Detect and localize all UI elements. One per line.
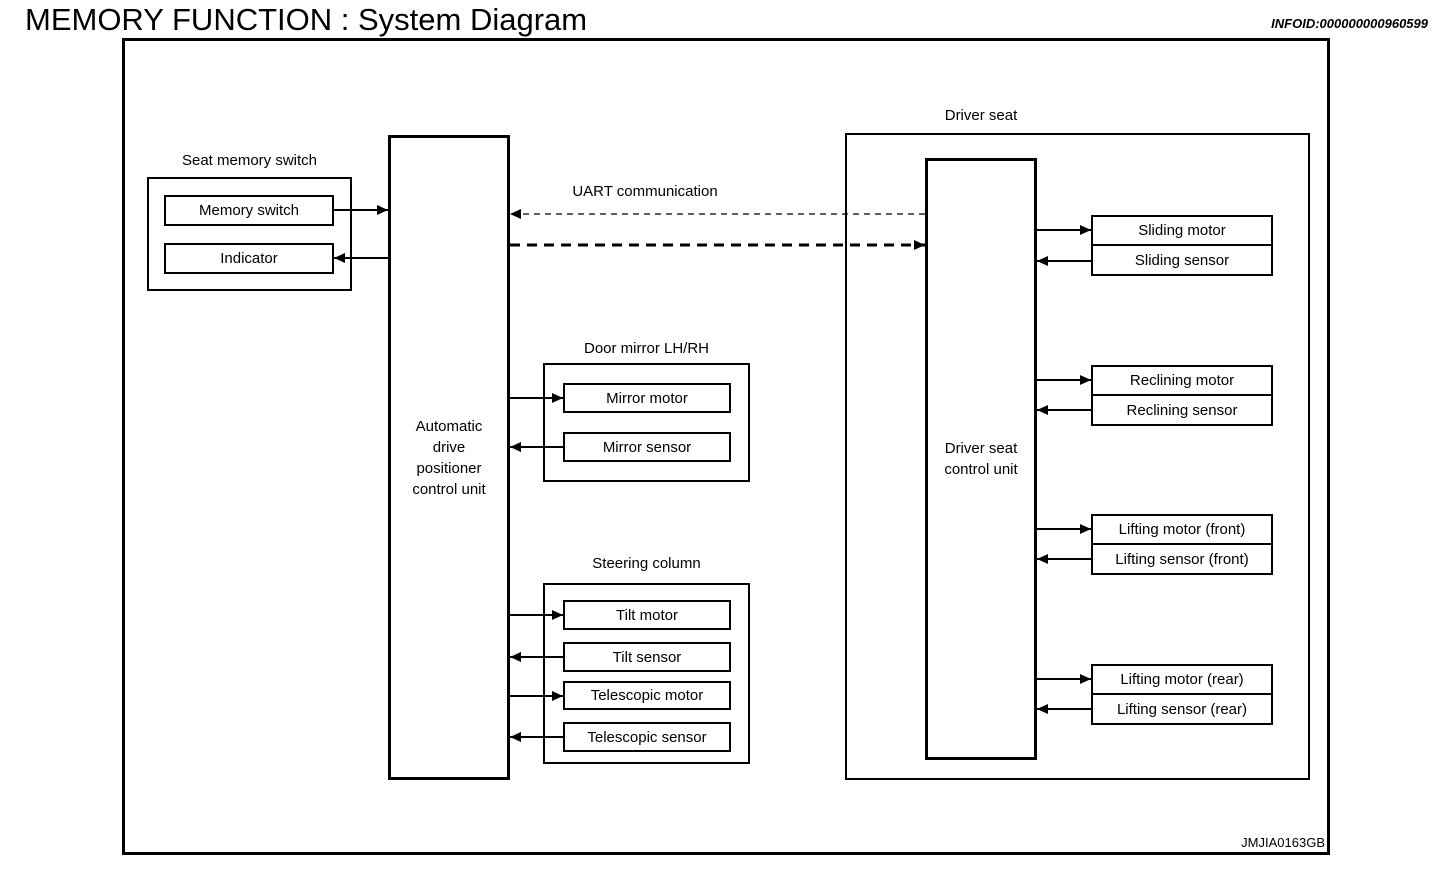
- box-lifting-motor-rear: Lifting motor (rear): [1091, 664, 1273, 695]
- lifting-motor-rear-label: Lifting motor (rear): [1120, 671, 1244, 688]
- box-sliding-motor: Sliding motor: [1091, 215, 1273, 246]
- box-tilt-motor: Tilt motor: [563, 600, 731, 630]
- group-driver-seat: [845, 133, 1310, 780]
- box-adp-control-unit: Automatic drive positioner control unit: [388, 135, 510, 780]
- figure-id: JMJIA0163GB: [1241, 835, 1325, 850]
- sliding-sensor-label: Sliding sensor: [1134, 251, 1230, 269]
- infoid-label: INFOID:000000000960599: [1271, 16, 1428, 31]
- box-sliding-sensor: Sliding sensor: [1091, 244, 1273, 276]
- box-tilt-sensor: Tilt sensor: [563, 642, 731, 672]
- group-seat-memory-switch: [147, 177, 352, 291]
- mirror-sensor-label: Mirror sensor: [602, 438, 692, 456]
- box-driver-seat-control-unit: Driver seat control unit: [925, 158, 1037, 760]
- telescopic-motor-label: Telescopic motor: [590, 687, 704, 704]
- driver-seat-control-unit-label: Driver seat control unit: [944, 440, 1018, 478]
- group-door-mirror: [543, 363, 750, 482]
- indicator-label: Indicator: [220, 250, 278, 267]
- adp-control-unit-label: Automatic drive positioner control unit: [412, 417, 486, 498]
- lifting-sensor-rear-label: Lifting sensor (rear): [1116, 700, 1248, 718]
- page-title: MEMORY FUNCTION : System Diagram: [25, 2, 588, 37]
- group-steering-column: [543, 583, 750, 764]
- tilt-motor-label: Tilt motor: [616, 606, 678, 624]
- lifting-sensor-front-label: Lifting sensor (front): [1115, 550, 1249, 568]
- box-lifting-sensor-rear: Lifting sensor (rear): [1091, 693, 1273, 725]
- label-driver-seat: Driver seat: [944, 107, 1018, 124]
- box-reclining-motor: Reclining motor: [1091, 365, 1273, 396]
- telescopic-sensor-label: Telescopic sensor: [587, 728, 707, 746]
- label-steering-column: Steering column: [592, 555, 701, 572]
- label-seat-memory-switch: Seat memory switch: [181, 152, 318, 169]
- reclining-motor-label: Reclining motor: [1129, 372, 1235, 389]
- mirror-motor-label: Mirror motor: [606, 389, 688, 407]
- label-uart-communication: UART communication: [572, 183, 718, 200]
- box-memory-switch: Memory switch: [164, 195, 334, 226]
- tilt-sensor-label: Tilt sensor: [612, 648, 682, 666]
- memory-switch-label: Memory switch: [198, 202, 299, 219]
- box-lifting-motor-front: Lifting motor (front): [1091, 514, 1273, 545]
- reclining-sensor-label: Reclining sensor: [1126, 401, 1238, 419]
- box-telescopic-motor: Telescopic motor: [563, 681, 731, 710]
- lifting-motor-front-label: Lifting motor (front): [1118, 521, 1246, 538]
- box-reclining-sensor: Reclining sensor: [1091, 394, 1273, 426]
- box-mirror-sensor: Mirror sensor: [563, 432, 731, 462]
- box-mirror-motor: Mirror motor: [563, 383, 731, 413]
- box-telescopic-sensor: Telescopic sensor: [563, 722, 731, 752]
- label-door-mirror: Door mirror LH/RH: [583, 340, 709, 357]
- sliding-motor-label: Sliding motor: [1138, 222, 1226, 239]
- box-lifting-sensor-front: Lifting sensor (front): [1091, 543, 1273, 575]
- box-indicator: Indicator: [164, 243, 334, 274]
